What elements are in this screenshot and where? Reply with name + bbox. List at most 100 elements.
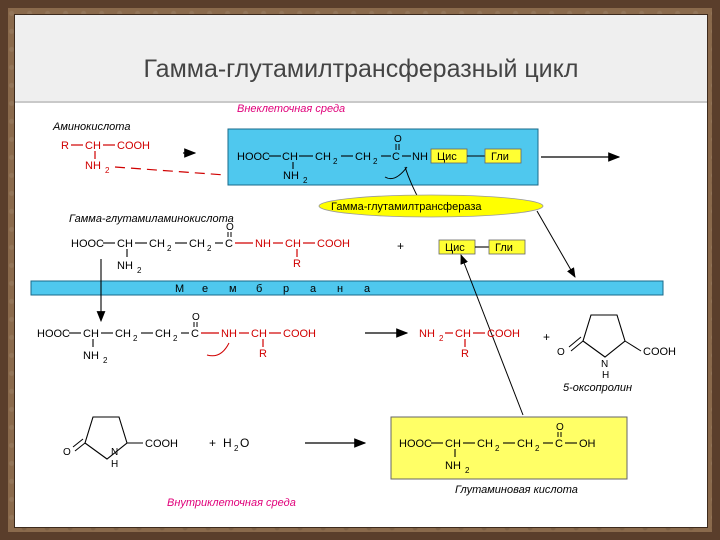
- aa-nh: NH: [85, 160, 101, 172]
- membrane-bar: [30, 280, 664, 296]
- enzyme-label: Гамма-глутамилтрансфераза: [331, 201, 482, 213]
- extracellular-label: Внеклеточная среда: [237, 103, 345, 115]
- aa-ch: CH: [85, 140, 101, 152]
- intra1-chx: CH: [251, 328, 267, 340]
- gsh-gly: Гли: [491, 151, 509, 163]
- aafree-ch: CH: [455, 328, 471, 340]
- gglu-nh2-sub: 2: [137, 266, 142, 275]
- water-sub: 2: [234, 444, 239, 453]
- gglu-ch2b: CH: [189, 238, 205, 250]
- intra1-nh2-sub: 2: [103, 356, 108, 365]
- title-band: Гамма-глутамилтрансферазный цикл: [15, 15, 707, 103]
- gsh-sub-a: 2: [333, 157, 338, 166]
- aafree-cooh: COOH: [487, 328, 520, 340]
- gsh-gly-box: [484, 148, 522, 164]
- oxo2-o: O: [63, 447, 71, 458]
- gsh-o: O: [394, 134, 402, 145]
- glu-nh2: NH: [445, 460, 461, 472]
- intra1-cooh: COOH: [283, 328, 316, 340]
- gglu-cooh: COOH: [317, 238, 350, 250]
- gglu-sub: 2: [167, 244, 172, 253]
- gglu-label: Гамма-глутамиламинокислота: [69, 213, 234, 225]
- plus-oxo: +: [543, 330, 550, 344]
- aa-cooh: COOH: [117, 140, 150, 152]
- oxo-h: H: [602, 370, 609, 381]
- gglu-c: C: [225, 238, 233, 250]
- intra1-r: R: [259, 348, 267, 360]
- slide-title: Гамма-глутамилтрансферазный цикл: [143, 55, 579, 83]
- gsh-ch2b: CH: [355, 151, 371, 163]
- intra1-nh2: NH: [83, 350, 99, 362]
- membrane-letter: М: [175, 283, 184, 295]
- aafree-r: R: [461, 348, 469, 360]
- aa-r: R: [61, 140, 69, 152]
- intra1-o: O: [192, 312, 200, 323]
- water-plus: +: [209, 436, 216, 450]
- membrane-letter: а: [310, 283, 317, 295]
- intracellular-label: Внутриклеточная среда: [167, 497, 296, 509]
- oxo-cooh: COOH: [643, 346, 676, 358]
- gly-box: [488, 239, 526, 255]
- slide: Гамма-глутамилтрансферазный цикл Внеклет…: [14, 14, 708, 528]
- membrane-letter: р: [283, 283, 289, 295]
- enzyme-ellipse: [318, 194, 544, 218]
- gglu-ch: CH: [117, 238, 133, 250]
- membrane-letter: а: [364, 283, 371, 295]
- gglu-subb: 2: [207, 244, 212, 253]
- gglu-hooc: HOOC: [71, 238, 104, 250]
- glu-ch2a: CH: [477, 438, 493, 450]
- water-h: H: [223, 436, 232, 450]
- gsh-ch2a: CH: [315, 151, 331, 163]
- gsh-nh: NH: [412, 151, 428, 163]
- gsh-nh2-sub: 2: [303, 176, 308, 185]
- membrane-letter: н: [337, 283, 343, 295]
- glu-oh: OH: [579, 438, 596, 450]
- oxo-n: N: [601, 359, 608, 370]
- aafree-nh: NH: [419, 328, 435, 340]
- intra1-hooc: HOOC: [37, 328, 70, 340]
- membrane-letter: б: [256, 283, 262, 295]
- plus-cysgly: +: [397, 239, 404, 253]
- membrane-letter: е: [202, 283, 208, 295]
- membrane-letter: м: [229, 283, 237, 295]
- glu-sub-a: 2: [495, 444, 500, 453]
- intra1-nh: NH: [221, 328, 237, 340]
- gglu-ch2: CH: [149, 238, 165, 250]
- aafree-sub: 2: [439, 334, 444, 343]
- glu-ch: CH: [445, 438, 461, 450]
- gamma-glutamyl-cycle-diagram: Внеклеточная среда Аминокислота R CH COO…: [30, 103, 676, 509]
- oxo2-n: N: [111, 447, 118, 458]
- intra1-ch2b: CH: [155, 328, 171, 340]
- oxo-label: 5-оксопролин: [563, 382, 632, 394]
- glu-ch2b: CH: [517, 438, 533, 450]
- gglu-o: O: [226, 222, 234, 233]
- oxo-o: O: [557, 347, 565, 358]
- oxo2-cooh: COOH: [145, 438, 178, 450]
- aa-nh-sub: 2: [105, 166, 110, 175]
- glu-hooc: HOOC: [399, 438, 432, 450]
- gsh-c: C: [392, 151, 400, 163]
- gglu-nh: NH: [255, 238, 271, 250]
- glu-nh2-sub: 2: [465, 466, 470, 475]
- gsh-ch: CH: [282, 151, 298, 163]
- oxo2-h: H: [111, 459, 118, 470]
- gglu-chx: CH: [285, 238, 301, 250]
- gsh-sub-b: 2: [373, 157, 378, 166]
- intra1-c: C: [191, 328, 199, 340]
- intra1-sub: 2: [133, 334, 138, 343]
- intra1-subb: 2: [173, 334, 178, 343]
- glutamate-label: Глутаминовая кислота: [455, 484, 578, 496]
- intra1-ch2: CH: [115, 328, 131, 340]
- gsh-nh2: NH: [283, 170, 299, 182]
- gsh-cys: Цис: [437, 151, 457, 163]
- water-o: O: [240, 436, 249, 450]
- glu-c: C: [555, 438, 563, 450]
- glutamate-box: [390, 416, 628, 480]
- cys-label: Цис: [445, 242, 465, 254]
- gly-label: Гли: [495, 242, 513, 254]
- gsh-hooc: HOOC: [237, 151, 270, 163]
- glu-o: O: [556, 422, 564, 433]
- aminoacid-label: Аминокислота: [52, 121, 130, 133]
- gglu-r: R: [293, 258, 301, 270]
- gglu-nh2: NH: [117, 260, 133, 272]
